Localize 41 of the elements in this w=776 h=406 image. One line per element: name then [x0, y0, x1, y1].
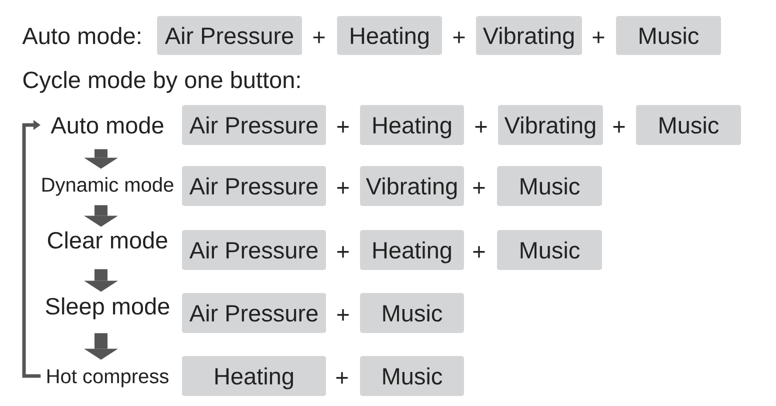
feature-box: Heating: [360, 105, 464, 145]
plus-sign: +: [313, 32, 325, 44]
mode-label: Auto mode: [50, 116, 164, 134]
feature-box: Air Pressure: [157, 16, 302, 55]
feature-box: Air Pressure: [182, 166, 326, 206]
plus-sign: +: [592, 32, 604, 44]
feature-box: Music: [636, 105, 741, 145]
plus-sign: +: [337, 121, 349, 133]
mode-label: Hot compress: [47, 369, 168, 388]
arrow: [22, 120, 41, 378]
plus-sign: +: [337, 246, 349, 258]
feature-box: Music: [616, 16, 721, 55]
plus-sign: +: [336, 372, 348, 384]
feature-box: Heating: [182, 356, 326, 396]
block-arrow: [84, 149, 118, 169]
feature-box: Heating: [337, 16, 442, 55]
plus-sign: +: [473, 182, 485, 194]
mode-label: Sleep mode: [46, 297, 170, 320]
feature-box: Vibrating: [498, 105, 603, 145]
feature-box: Music: [497, 166, 602, 206]
feature-box: Heating: [360, 230, 464, 270]
heading: Cycle mode by one button:: [23, 70, 300, 93]
feature-box: Air Pressure: [182, 230, 326, 270]
mode-label: Clear mode: [48, 231, 168, 249]
block-arrow: [84, 333, 118, 360]
feature-box: Vibrating: [476, 16, 582, 55]
plus-sign: +: [453, 32, 465, 44]
feature-box: Air Pressure: [182, 105, 326, 145]
feature-box: Music: [360, 356, 464, 396]
mode-label: Dynamic mode: [42, 177, 174, 196]
plus-sign: +: [337, 309, 349, 321]
plus-sign: +: [613, 121, 625, 133]
feature-box: Vibrating: [360, 166, 464, 206]
plus-sign: +: [475, 121, 487, 133]
block-arrow: [84, 205, 118, 227]
plus-sign: +: [473, 246, 485, 258]
feature-box: Music: [360, 293, 464, 333]
block-arrow: [84, 269, 118, 292]
plus-sign: +: [337, 182, 349, 194]
feature-box: Air Pressure: [182, 293, 326, 333]
feature-box: Music: [497, 230, 602, 270]
